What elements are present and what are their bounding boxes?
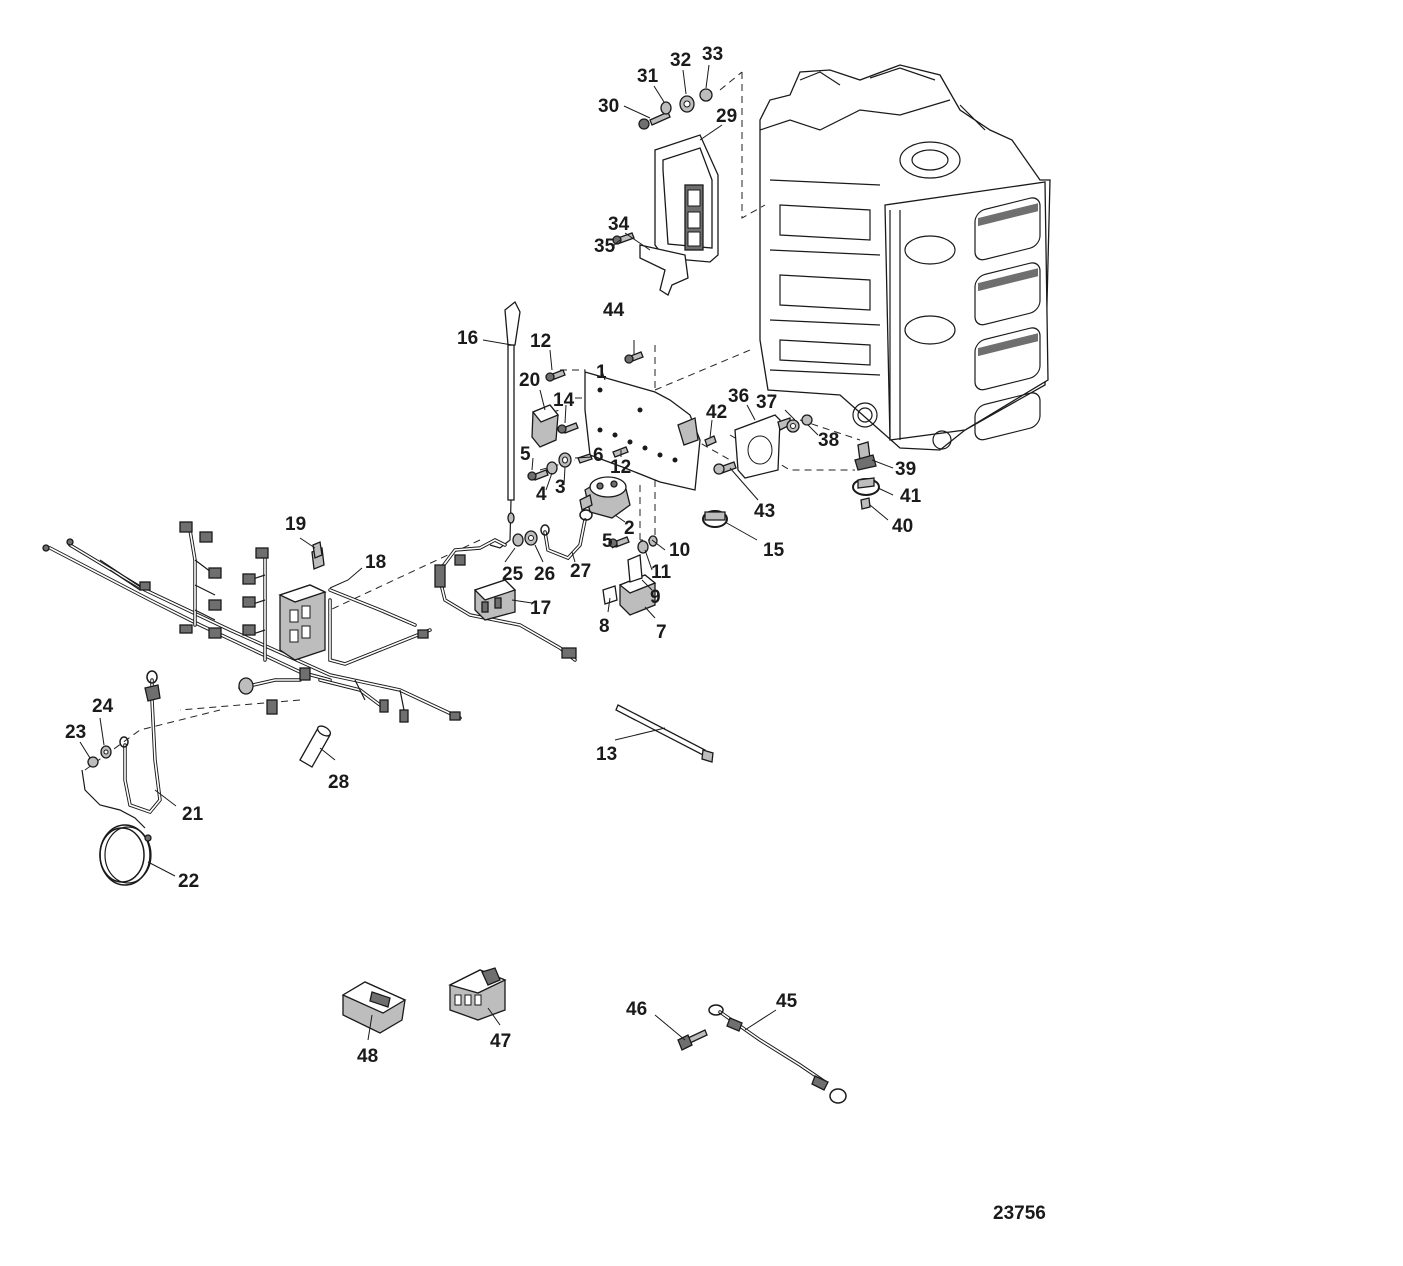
callout-5b: 5 bbox=[602, 531, 613, 552]
callout-7: 7 bbox=[656, 622, 667, 643]
relay-7-assembly bbox=[602, 554, 657, 616]
callout-14: 14 bbox=[553, 390, 575, 411]
callout-12a: 12 bbox=[530, 331, 551, 352]
callout-42: 42 bbox=[706, 402, 727, 423]
callout-33: 33 bbox=[702, 44, 723, 65]
callout-38: 38 bbox=[818, 430, 839, 451]
callout-34: 34 bbox=[608, 214, 630, 235]
relay-20 bbox=[531, 404, 560, 448]
callout-8: 8 bbox=[599, 616, 610, 637]
figure-id: 23756 bbox=[993, 1203, 1046, 1224]
callout-31: 31 bbox=[637, 66, 659, 87]
callout-5a: 5 bbox=[520, 444, 531, 465]
bracket-36 bbox=[713, 414, 813, 479]
callout-3: 3 bbox=[555, 477, 566, 498]
battery-cable-21 bbox=[81, 670, 162, 829]
callout-39: 39 bbox=[895, 459, 916, 480]
callout-32: 32 bbox=[670, 50, 691, 71]
callout-26: 26 bbox=[534, 564, 555, 585]
ground-strap-45 bbox=[708, 1004, 847, 1104]
callout-24: 24 bbox=[92, 696, 114, 717]
callout-29: 29 bbox=[716, 106, 737, 127]
connector-47 bbox=[448, 967, 507, 1021]
callout-19: 19 bbox=[285, 514, 306, 535]
engine-cylinder-block bbox=[759, 64, 1051, 451]
callout-43: 43 bbox=[754, 501, 775, 522]
callout-48: 48 bbox=[357, 1046, 378, 1067]
screw-46 bbox=[677, 1029, 708, 1051]
assembly-dashed-lines bbox=[84, 71, 861, 771]
callout-2: 2 bbox=[624, 518, 635, 539]
callout-12b: 12 bbox=[610, 457, 631, 478]
callout-21: 21 bbox=[182, 804, 204, 825]
callout-47: 47 bbox=[490, 1031, 511, 1052]
callout-44: 44 bbox=[603, 300, 625, 321]
rod-16 bbox=[489, 300, 521, 549]
fuse-28 bbox=[299, 725, 332, 768]
callout-25: 25 bbox=[502, 564, 524, 585]
callout-10: 10 bbox=[669, 540, 690, 561]
callout-27: 27 bbox=[570, 561, 591, 582]
callout-13: 13 bbox=[596, 744, 617, 765]
callout-37: 37 bbox=[756, 392, 777, 413]
callout-labels: 30 31 32 33 29 34 35 44 16 12 1 20 14 42… bbox=[65, 44, 922, 1067]
callout-17: 17 bbox=[530, 598, 551, 619]
main-wiring-harness bbox=[42, 521, 462, 723]
ecu-module bbox=[654, 134, 719, 263]
callout-45: 45 bbox=[776, 991, 798, 1012]
callout-18: 18 bbox=[365, 552, 386, 573]
callout-15: 15 bbox=[763, 540, 785, 561]
callout-6: 6 bbox=[593, 445, 604, 466]
callout-22: 22 bbox=[178, 871, 199, 892]
callout-4: 4 bbox=[536, 484, 547, 505]
callout-46: 46 bbox=[626, 999, 647, 1020]
callout-35: 35 bbox=[594, 236, 616, 257]
callout-9: 9 bbox=[650, 587, 661, 608]
battery-hardware bbox=[87, 745, 112, 768]
cable-coil-22 bbox=[99, 824, 152, 886]
leader-lines bbox=[79, 64, 894, 1041]
mounting-plate bbox=[584, 371, 701, 491]
callout-41: 41 bbox=[900, 486, 922, 507]
clamp-15 bbox=[702, 510, 728, 528]
connector-48 bbox=[341, 981, 407, 1034]
callout-36: 36 bbox=[728, 386, 749, 407]
callout-1: 1 bbox=[596, 362, 607, 383]
callout-28: 28 bbox=[328, 772, 349, 793]
temperature-sensor bbox=[852, 441, 880, 510]
clip-19 bbox=[312, 541, 323, 559]
cable-tie-13 bbox=[615, 704, 714, 763]
callout-11: 11 bbox=[651, 562, 672, 583]
harness-17 bbox=[434, 538, 577, 662]
callout-16: 16 bbox=[457, 328, 478, 349]
ground-cable-27 bbox=[512, 509, 593, 561]
ecu-bracket bbox=[612, 232, 689, 296]
starter-solenoid bbox=[579, 476, 631, 519]
callout-23: 23 bbox=[65, 722, 86, 743]
callout-40: 40 bbox=[892, 516, 913, 537]
ecu-fastener-set bbox=[638, 88, 713, 130]
callout-20: 20 bbox=[519, 370, 540, 391]
callout-30: 30 bbox=[598, 96, 619, 117]
